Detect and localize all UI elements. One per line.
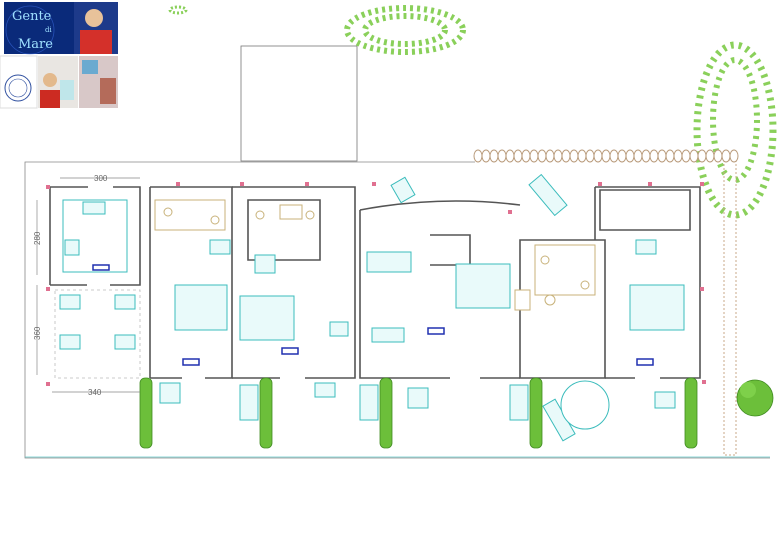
bed-icon [174,284,228,331]
hedge-shrub [545,149,555,163]
hedge-shrub [569,149,579,163]
hedge-shrub [697,149,707,163]
survey-marker [648,182,652,186]
tree-top [168,5,466,55]
survey-marker [372,182,376,186]
hedge-shrub [729,149,739,163]
hedge-shrub [585,149,595,163]
hedge-shrub [521,149,531,163]
survey-marker [700,182,704,186]
sink-icon [82,201,106,215]
survey-marker [305,182,309,186]
seal-icon [4,74,32,102]
hedge-shrub [481,149,491,163]
hedge-shrub [513,149,523,163]
terrace-kitchen [54,289,141,379]
hedge-shrub [713,149,723,163]
building-walls [49,186,701,379]
dim-kitchen-depth: 280 [33,231,42,245]
hedge-shrub [537,149,547,163]
kitchen [62,199,128,273]
umbrella-icon [560,380,610,430]
hedge-shrub [601,149,611,163]
hedge-shrub [473,149,483,163]
survey-marker [508,210,512,214]
dimensions: 300 280 360 340 [33,174,140,397]
furniture [209,239,657,343]
hedge-shrub [489,149,499,163]
hedge-shrub [505,149,515,163]
green-hedges [139,377,698,449]
stove-icon [64,239,80,256]
sofa-icon [366,251,412,273]
hedge-shrub [625,149,635,163]
seal-card [0,55,38,109]
hedge-shrub [609,149,619,163]
hedge-shrub [673,149,683,163]
survey-marker [702,380,706,384]
hedge-shrub [705,149,715,163]
logo-line2: di [45,26,52,34]
logo-collage: Gente di Mare [0,2,118,109]
bed-icon [455,263,511,309]
hedge-shrub [689,149,699,163]
dim-terrace-depth: 360 [33,326,42,340]
hedge-shrub [617,149,627,163]
hedge-shrub [529,149,539,163]
hedge-shrub [649,149,659,163]
hedge-shrub [577,149,587,163]
bed-icon [239,295,295,341]
right-hedge [723,159,737,456]
survey-markers [46,182,706,386]
survey-marker [46,287,50,291]
survey-marker [46,185,50,189]
hedge-shrub [497,149,507,163]
hedge-shrub [665,149,675,163]
outdoor-seating [159,173,676,442]
bathrooms [154,199,596,311]
beds [174,263,685,341]
bush-right [736,379,774,417]
hedge-shrub [561,149,571,163]
survey-marker [176,182,180,186]
logo-line1: Gente [12,9,52,24]
hedge-shrub [681,149,691,163]
hedge-shrub [721,149,731,163]
hedge-shrub [553,149,563,163]
hedge-shrub [657,149,667,163]
dim-kitchen-width: 300 [94,174,108,183]
parking-area [240,45,358,162]
hedge-shrub [633,149,643,163]
heater-icon [92,264,110,271]
survey-marker [240,182,244,186]
survey-marker [46,382,50,386]
logo-line3: Mare [18,37,53,52]
dim-terrace-width: 340 [88,388,102,397]
bed-icon [629,284,685,331]
site-boundary [24,45,770,459]
survey-marker [598,182,602,186]
hedge-shrub [641,149,651,163]
hedge-shrub [593,149,603,163]
hedge-row-top [473,149,739,163]
tree-right [693,41,777,456]
survey-marker [700,287,704,291]
heaters [182,327,654,366]
